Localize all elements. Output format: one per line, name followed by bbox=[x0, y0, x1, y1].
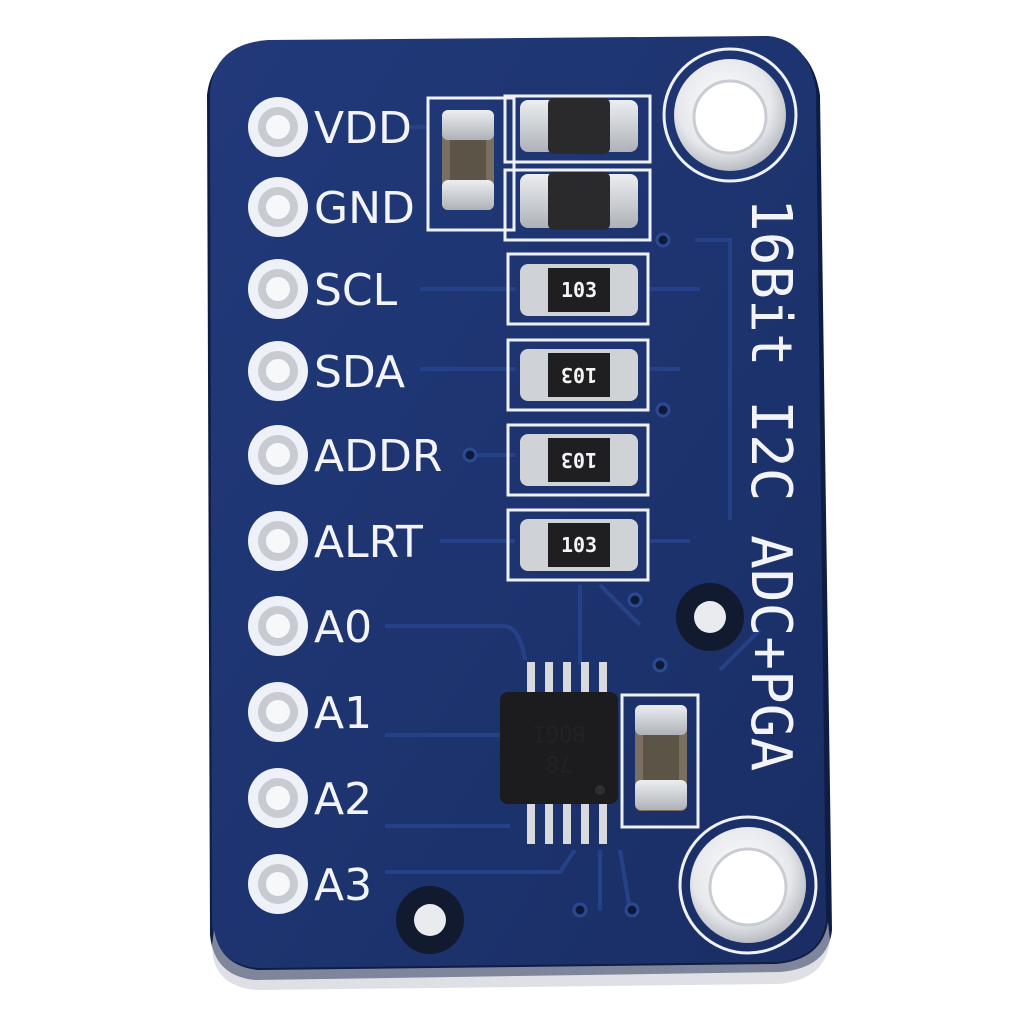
pin-hole-center-a3 bbox=[266, 872, 290, 896]
pin-hole-center-addr bbox=[266, 443, 290, 467]
pin-label-scl: SCL bbox=[314, 265, 398, 316]
mounting-hole-top bbox=[662, 47, 798, 183]
pin-hole-center-sda bbox=[266, 359, 290, 383]
silkscreen-outlines bbox=[426, 94, 700, 829]
chip-marking-line2: BOGI bbox=[533, 720, 586, 745]
board-title: 16Bit I2C ADC+PGA bbox=[738, 198, 803, 771]
pin-label-a3: A3 bbox=[314, 860, 372, 911]
pin-label-vdd: VDD bbox=[314, 103, 412, 154]
capacitor-c1 bbox=[442, 110, 494, 210]
test-pads bbox=[396, 583, 744, 954]
resistor-body bbox=[548, 353, 610, 397]
capacitor-c3 bbox=[520, 172, 638, 230]
resistor-r4: 103 bbox=[520, 519, 638, 571]
pin-hole-center-alrt bbox=[266, 529, 290, 553]
copper-traces bbox=[385, 125, 762, 911]
pin-label-gnd: GND bbox=[314, 183, 415, 234]
vias bbox=[462, 232, 671, 918]
pin-label-addr: ADDR bbox=[314, 431, 442, 482]
pin-hole-center-gnd bbox=[266, 195, 290, 219]
pin-hole-center-a1 bbox=[266, 700, 290, 724]
resistor-code: 103 bbox=[561, 278, 597, 302]
resistor-body bbox=[548, 268, 610, 312]
pin-label-a2: A2 bbox=[314, 774, 372, 825]
pin-label-a0: A0 bbox=[314, 602, 372, 653]
pin-label-a1: A1 bbox=[314, 688, 372, 739]
resistor-code: 103 bbox=[561, 448, 597, 472]
resistor-r3: 103 bbox=[520, 434, 638, 486]
resistors: 103 103 103 103 bbox=[520, 264, 638, 571]
resistor-r1: 103 bbox=[520, 264, 638, 316]
chip-marking-line1: 78 bbox=[546, 750, 573, 775]
capacitor-c4 bbox=[635, 705, 687, 811]
pin-hole-center-scl bbox=[266, 277, 290, 301]
resistor-body bbox=[548, 523, 610, 567]
adc-chip: 78 BOGI bbox=[500, 662, 618, 844]
pin-hole-center-vdd bbox=[266, 115, 290, 139]
resistor-code: 103 bbox=[561, 363, 597, 387]
capacitor-c2 bbox=[520, 98, 638, 154]
resistor-body bbox=[548, 438, 610, 482]
pin-label-sda: SDA bbox=[314, 347, 405, 398]
pin-hole-center-a0 bbox=[266, 614, 290, 638]
mounting-hole-bottom bbox=[678, 815, 818, 955]
pin-hole-center-a2 bbox=[266, 786, 290, 810]
resistor-r2: 103 bbox=[520, 349, 638, 401]
resistor-code: 103 bbox=[561, 533, 597, 557]
header-pin-holes bbox=[248, 97, 308, 914]
pin-label-alrt: ALRT bbox=[314, 517, 423, 568]
